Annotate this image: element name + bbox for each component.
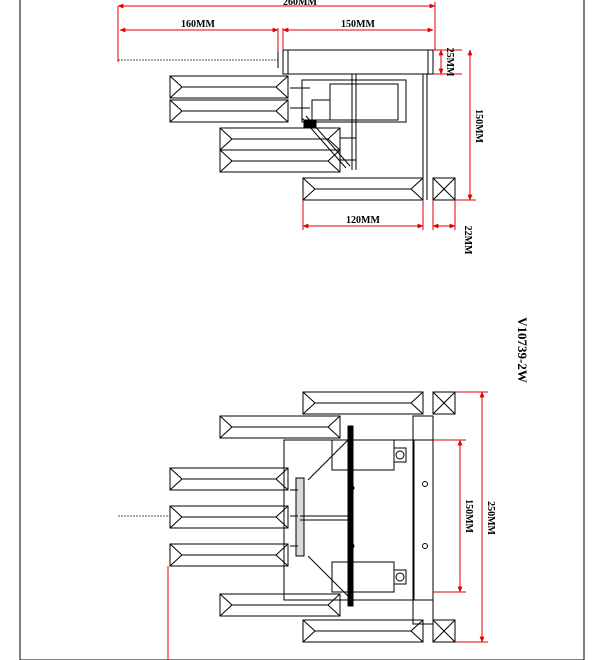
dim-shade-width: 120MM: [346, 215, 380, 226]
dim-arm-reach: 160MM: [181, 19, 215, 30]
wall-plate: [422, 74, 428, 200]
side-dimensions: [117, 2, 476, 230]
front-dimensions: [167, 391, 488, 660]
side-view: 260MM 160MM 150MM 25MM 150MM 120MM 22MM: [117, 0, 484, 255]
front-view: 150MM 250MM: [118, 391, 496, 660]
drawing-frame: [19, 0, 585, 660]
central-body: [283, 425, 415, 607]
dim-backplate-height: 150MM: [463, 499, 474, 533]
dim-total-height-front: 250MM: [485, 501, 496, 535]
dim-total-height-side: 150MM: [473, 109, 484, 143]
fixture-body: [290, 74, 407, 170]
dim-canopy-height: 25MM: [444, 48, 455, 77]
dim-canopy-width: 150MM: [341, 19, 375, 30]
canopy-bar: [282, 49, 434, 75]
model-number: V10739-2W: [515, 317, 530, 383]
shade-group-side: [169, 75, 456, 201]
back-plate: [412, 415, 434, 625]
dim-overall-width: 260MM: [283, 0, 317, 8]
shade-group-front: [169, 391, 456, 643]
dim-shade-height: 22MM: [462, 226, 473, 255]
